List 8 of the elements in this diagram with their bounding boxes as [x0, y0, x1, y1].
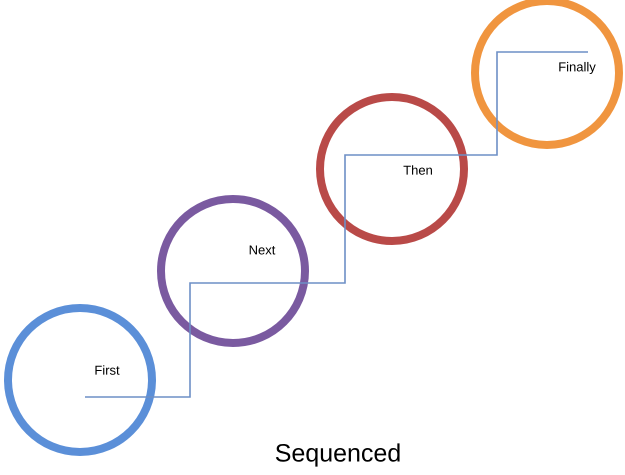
- node-label: Finally: [559, 62, 596, 74]
- node-label: First: [95, 365, 120, 375]
- connector-line: [420, 51, 588, 156]
- diagram-title: Sequenced: [276, 443, 400, 467]
- node-label: Then: [403, 165, 432, 175]
- node-label: Next: [250, 245, 276, 255]
- connector-line: [262, 154, 420, 284]
- connector-line: [85, 282, 262, 398]
